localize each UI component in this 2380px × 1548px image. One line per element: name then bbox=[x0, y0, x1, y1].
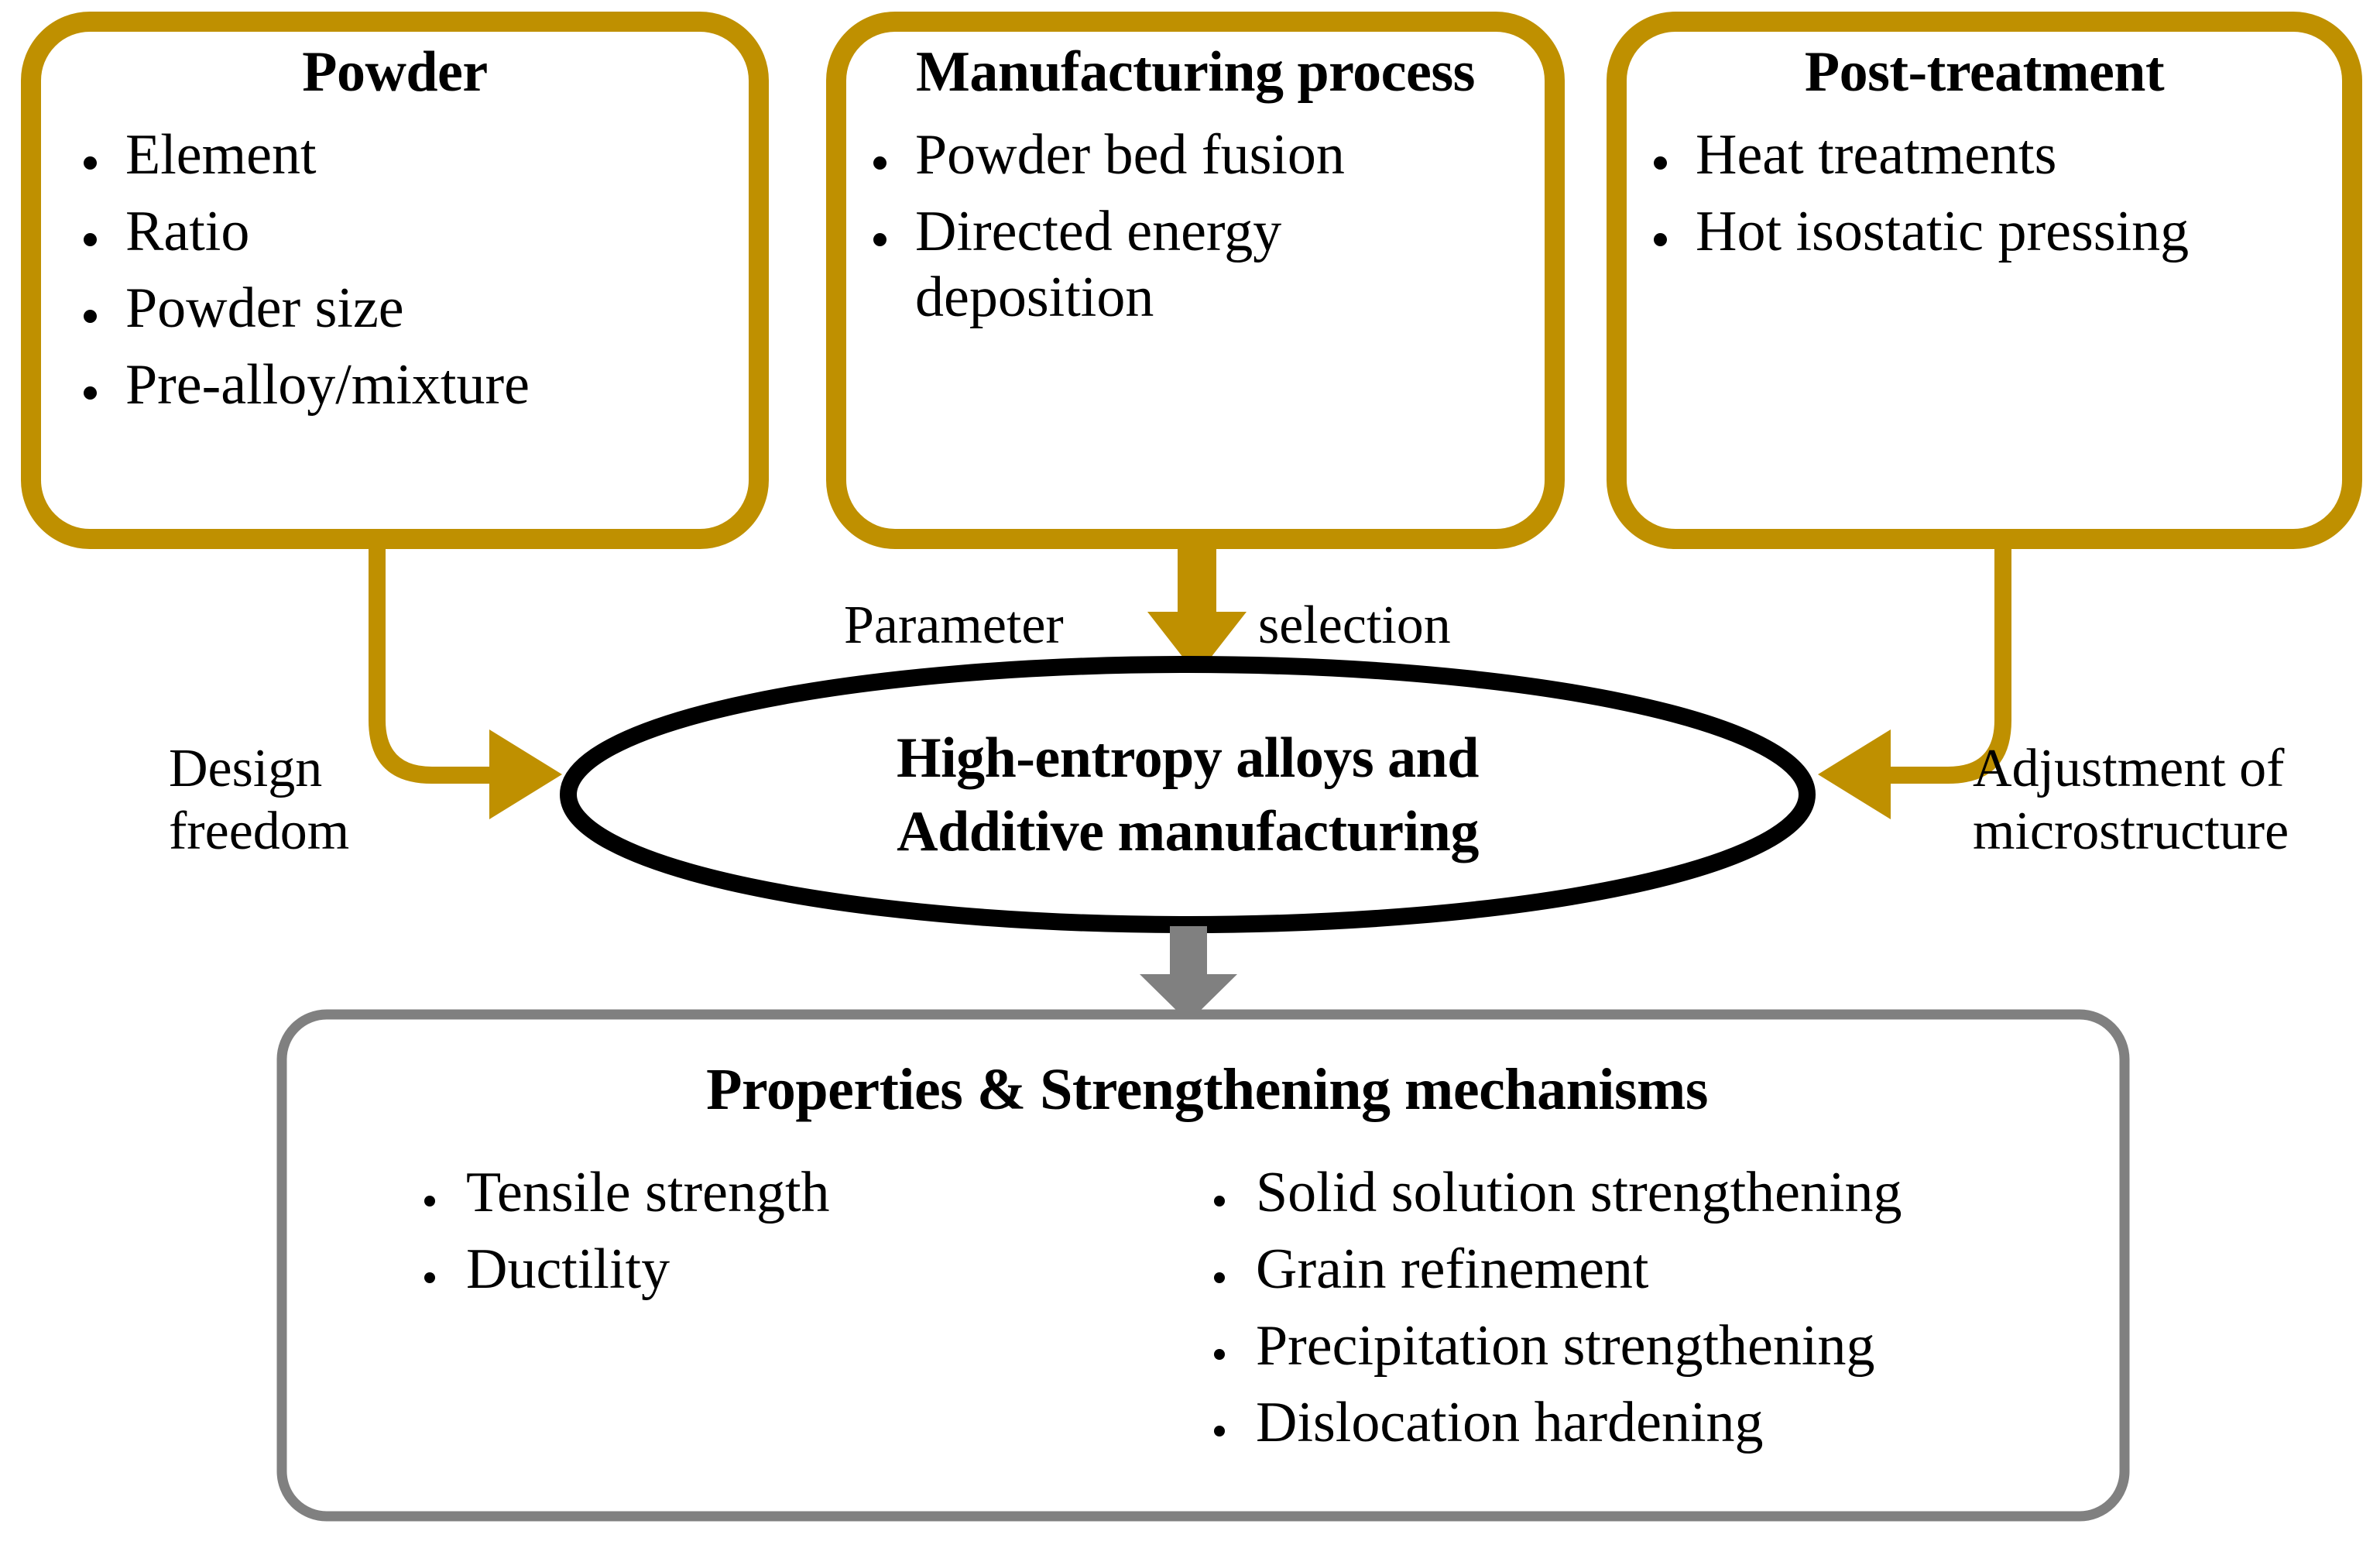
list-item: Precipitation strengthening bbox=[1208, 1313, 2121, 1379]
list-item: Solid solution strengthening bbox=[1208, 1160, 2121, 1226]
center-node-line2: Additive manufacturing bbox=[897, 799, 1479, 863]
design-freedom-line1: Design bbox=[169, 739, 323, 798]
list-item: Powder bed fusion bbox=[867, 122, 1533, 188]
microstructure-line2: microstructure bbox=[1973, 801, 2289, 862]
design-freedom-line2: freedom bbox=[169, 801, 350, 862]
design-freedom-arrow bbox=[369, 542, 562, 819]
powder-card-title: Powder bbox=[302, 40, 488, 104]
powder-card-list: Element Ratio Powder size Pre-alloy/mixt… bbox=[77, 122, 759, 429]
posttreatment-card-title: Post-treatment bbox=[1804, 40, 2165, 104]
list-item: Ductility bbox=[418, 1237, 1053, 1303]
list-item: Dislocation hardening bbox=[1208, 1390, 2121, 1456]
selection-label: selection bbox=[1258, 596, 1451, 655]
microstructure-adjustment-label: Adjustment of microstructure bbox=[1973, 737, 2375, 863]
properties-card-title: Properties & Strengthening mechanisms bbox=[706, 1057, 1708, 1122]
list-item: Hot isostatic pressing bbox=[1648, 199, 2205, 265]
list-item: Grain refinement bbox=[1208, 1237, 2121, 1303]
manufacturing-card-outline bbox=[826, 12, 1565, 549]
center-node-ellipse bbox=[560, 656, 1816, 933]
list-item: Element bbox=[77, 122, 759, 188]
properties-left-list: Tensile strength Ductility bbox=[418, 1160, 1053, 1313]
microstructure-adjustment-arrow bbox=[1818, 542, 2011, 819]
design-freedom-label: Design freedom bbox=[169, 737, 401, 863]
properties-card-outline bbox=[276, 1009, 2130, 1522]
center-node-label: High-entropy alloys and Additive manufac… bbox=[568, 722, 1807, 868]
list-item: Pre-alloy/mixture bbox=[77, 352, 759, 418]
list-item: Powder size bbox=[77, 276, 759, 342]
list-item: Tensile strength bbox=[418, 1160, 1053, 1226]
list-item: Directed energy deposition bbox=[867, 199, 1533, 331]
list-item: Heat treatments bbox=[1648, 122, 2205, 188]
properties-arrow bbox=[1140, 926, 1237, 1022]
center-node-line1: High-entropy alloys and bbox=[897, 726, 1479, 790]
manufacturing-card-title: Manufacturing process bbox=[916, 40, 1475, 104]
powder-card-outline bbox=[21, 12, 769, 549]
parameter-selection-arrow bbox=[1147, 542, 1247, 675]
properties-right-list: Solid solution strengthening Grain refin… bbox=[1208, 1160, 2121, 1467]
list-item: Ratio bbox=[77, 199, 759, 265]
microstructure-line1: Adjustment of bbox=[1973, 739, 2285, 798]
posttreatment-card-list: Heat treatments Hot isostatic pressing bbox=[1648, 122, 2205, 276]
manufacturing-card-list: Powder bed fusion Directed energy deposi… bbox=[867, 122, 1533, 342]
parameter-label: Parameter bbox=[844, 596, 1064, 655]
posttreatment-card-outline bbox=[1607, 12, 2362, 549]
